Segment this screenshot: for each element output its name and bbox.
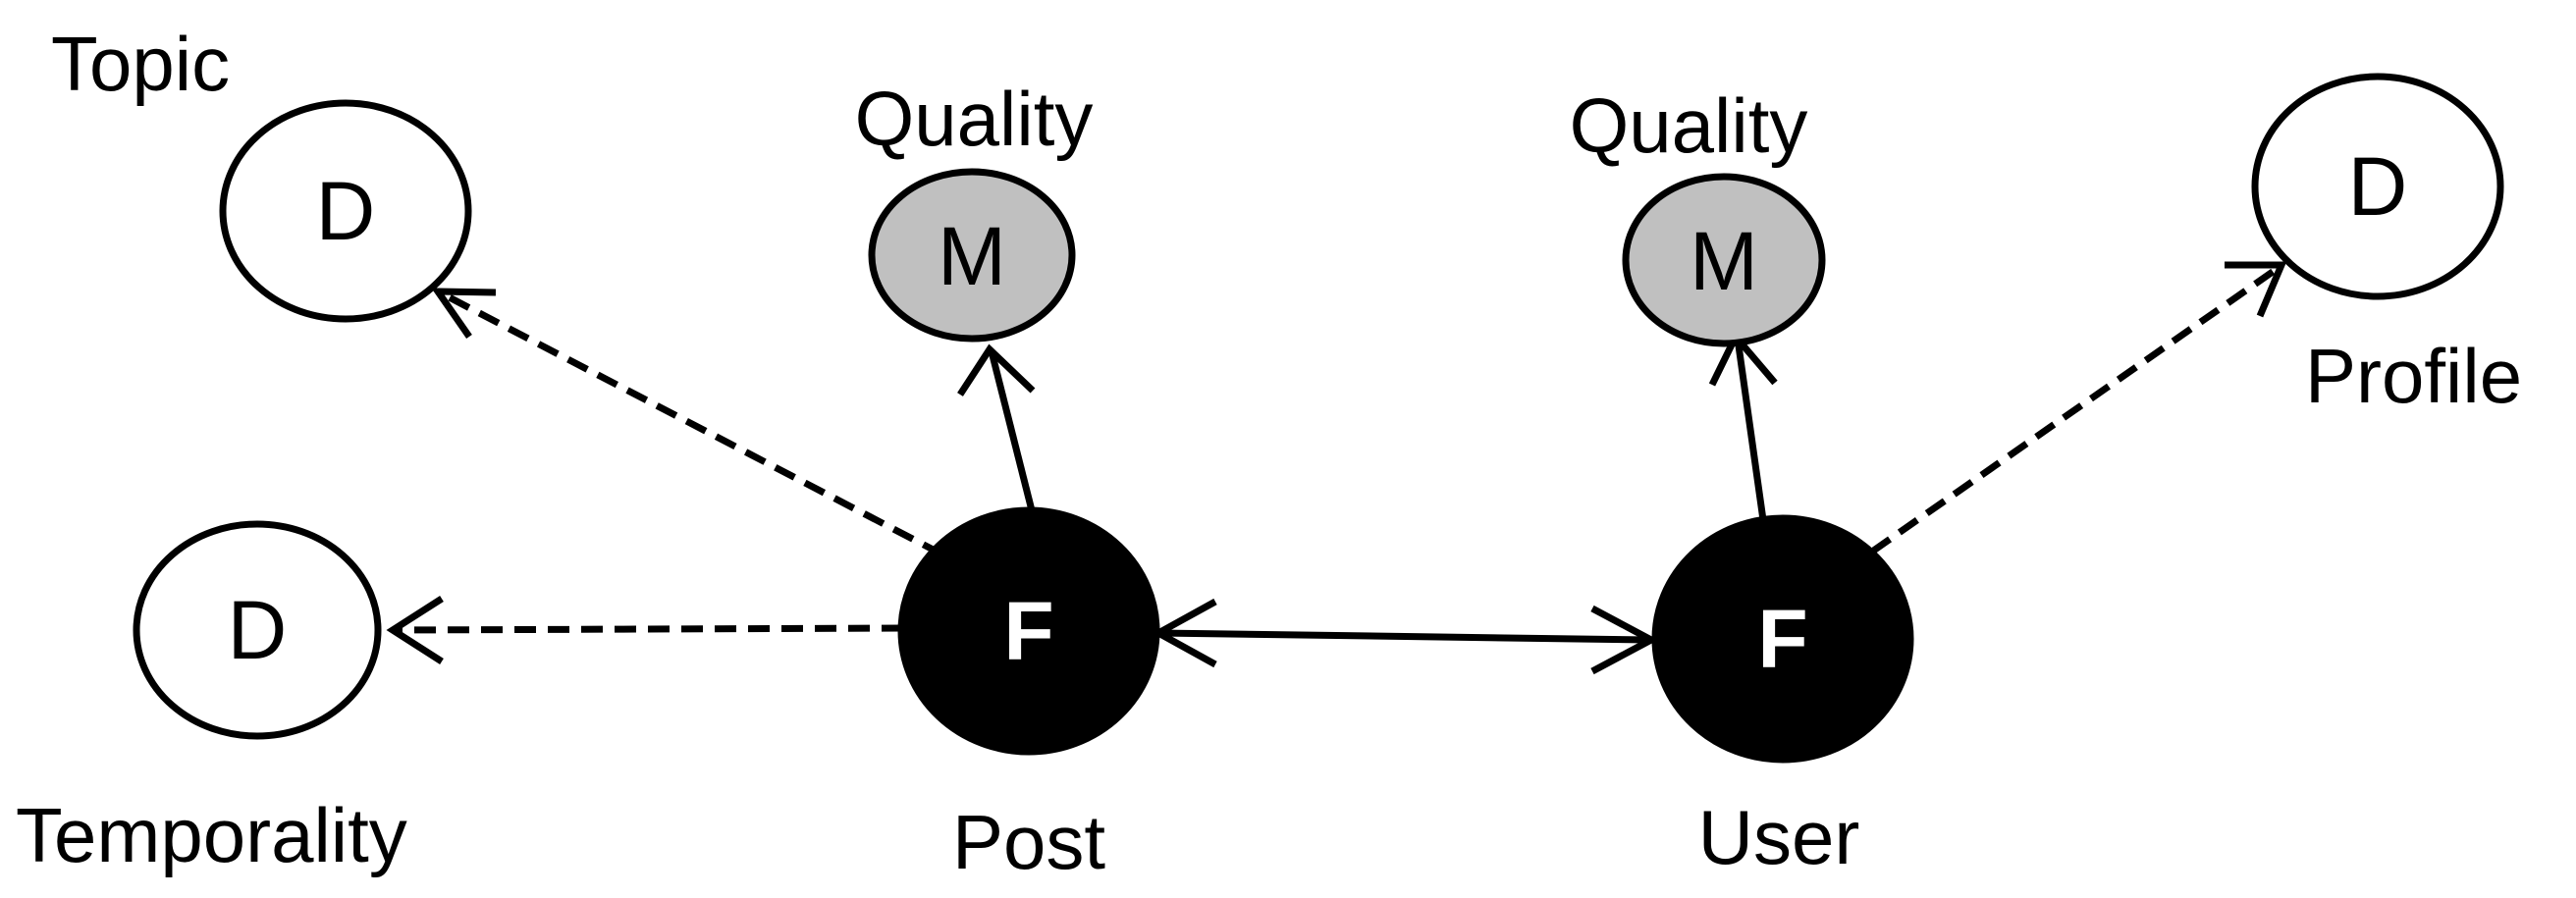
node-profile: D bbox=[2251, 73, 2504, 300]
caption-profile: Profile bbox=[2305, 333, 2522, 419]
arrowhead-profile bbox=[2225, 261, 2287, 318]
edge-user-quality bbox=[1734, 338, 1768, 528]
arrowhead-topic bbox=[431, 288, 497, 339]
edges bbox=[386, 261, 2287, 675]
node-user: F bbox=[1651, 514, 1914, 764]
caption-post-quality: Quality bbox=[855, 76, 1094, 162]
arrowhead-temporality bbox=[386, 596, 444, 664]
caption-user-quality: Quality bbox=[1570, 82, 1808, 169]
edge-user-profile bbox=[1869, 264, 2282, 555]
node-topic-letter: D bbox=[316, 165, 376, 257]
node-post: F bbox=[897, 506, 1160, 756]
edge-post-quality bbox=[988, 350, 1038, 519]
node-user-quality: M bbox=[1622, 173, 1826, 347]
edge-post-temporality bbox=[394, 624, 904, 634]
node-user-letter: F bbox=[1757, 593, 1807, 685]
caption-user: User bbox=[1698, 794, 1860, 880]
node-temporality: D bbox=[133, 520, 382, 740]
caption-topic: Topic bbox=[51, 21, 230, 107]
arrowhead-post-quality bbox=[957, 343, 1036, 396]
node-post-quality-letter: M bbox=[938, 210, 1006, 302]
caption-temporality: Temporality bbox=[16, 792, 407, 878]
node-post-quality: M bbox=[868, 168, 1076, 343]
edge-post-user bbox=[1157, 629, 1650, 644]
node-user-quality-letter: M bbox=[1690, 215, 1758, 307]
node-post-letter: F bbox=[1003, 585, 1053, 677]
node-topic: D bbox=[219, 99, 472, 323]
edge-post-topic bbox=[438, 289, 944, 558]
arrowhead-user-side bbox=[1590, 605, 1659, 675]
caption-post: Post bbox=[952, 799, 1105, 885]
node-profile-letter: D bbox=[2348, 140, 2408, 233]
node-temporality-letter: D bbox=[228, 584, 288, 676]
